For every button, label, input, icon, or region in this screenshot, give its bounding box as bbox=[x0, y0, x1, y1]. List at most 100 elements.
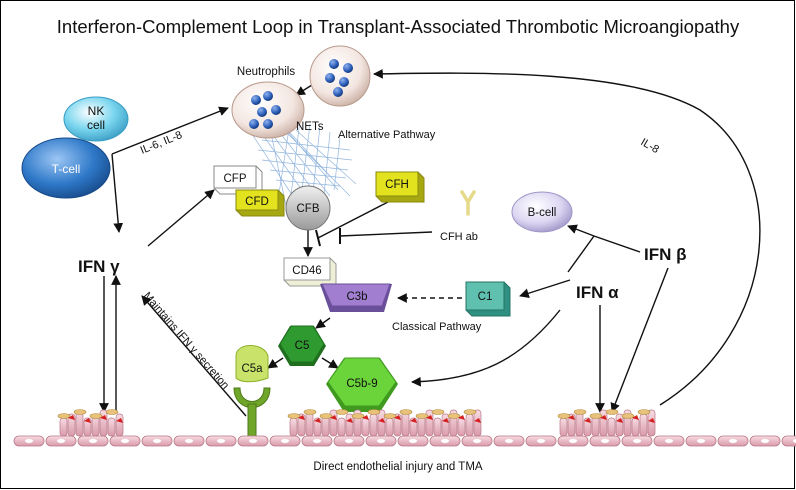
line-ifn-beta-b-cell bbox=[593, 235, 641, 253]
t-cell-label: T-cell bbox=[52, 162, 81, 176]
platelet bbox=[383, 413, 397, 419]
swollen-endothelial-cell bbox=[607, 417, 616, 437]
platelet bbox=[351, 413, 365, 419]
endothelial-cell bbox=[781, 435, 796, 447]
swollen-endothelial-cell bbox=[441, 413, 450, 437]
endothelial-cell-nucleus bbox=[345, 439, 353, 443]
swollen-endothelial-cell bbox=[115, 413, 124, 437]
endothelial-cell-nucleus bbox=[729, 439, 737, 443]
il6-il8-label: IL-6, IL-8 bbox=[139, 129, 184, 157]
platelet bbox=[73, 409, 87, 415]
platelet bbox=[335, 409, 349, 415]
t-cell: T-cell bbox=[21, 137, 111, 199]
platelet bbox=[319, 413, 333, 419]
red-blood-cell-fragment bbox=[648, 418, 655, 423]
endothelial-cell-nucleus bbox=[89, 439, 97, 443]
il8-label: IL-8 bbox=[639, 136, 661, 156]
swollen-endothelial-cell bbox=[361, 417, 370, 437]
swollen-endothelial-cell bbox=[385, 417, 394, 437]
swollen-endothelial-cell bbox=[433, 417, 442, 437]
swollen-endothelial-cell bbox=[639, 413, 648, 437]
ifn-alpha-label: IFN α bbox=[576, 283, 619, 302]
ifn-beta-label: IFN β bbox=[644, 245, 686, 264]
endothelial-cell-nucleus bbox=[281, 439, 289, 443]
platelet bbox=[431, 409, 445, 415]
endothelial-cell-nucleus bbox=[697, 439, 705, 443]
c5b9-label: C5b-9 bbox=[346, 378, 377, 390]
endothelial-cell-nucleus bbox=[601, 439, 609, 443]
platelet bbox=[573, 409, 587, 415]
red-blood-cell-fragment bbox=[410, 418, 417, 423]
cfd-label: CFD bbox=[245, 196, 269, 208]
c5-label: C5 bbox=[295, 340, 310, 352]
cfb-circle: CFB bbox=[285, 185, 331, 231]
platelet bbox=[287, 413, 301, 419]
endothelial-cell-nucleus bbox=[377, 439, 385, 443]
red-blood-cell-fragment bbox=[362, 415, 369, 420]
red-blood-cell-fragment bbox=[442, 418, 449, 423]
arrow-ifn-alpha-to-c5b9 bbox=[411, 309, 561, 387]
endothelial-cell-nucleus bbox=[185, 439, 193, 443]
endothelial-cell-nucleus bbox=[313, 439, 321, 443]
arrow-tcell-to-ifn-gamma bbox=[111, 153, 124, 233]
red-blood-cell-fragment bbox=[474, 418, 481, 423]
swollen-endothelial-cell bbox=[425, 409, 434, 437]
cd46-label: CD46 bbox=[292, 265, 321, 277]
cfp-box: CFP bbox=[213, 165, 263, 195]
classical-pathway-label: Classical Pathway bbox=[392, 321, 482, 333]
endothelial-cell-nucleus bbox=[409, 439, 417, 443]
connector-lines bbox=[99, 68, 761, 417]
endothelial-cell-nucleus bbox=[153, 439, 161, 443]
arrow-maintains-ifn-gamma bbox=[141, 295, 247, 417]
endothelial-cell-nucleus bbox=[57, 439, 65, 443]
arrow-to-b-cell bbox=[567, 224, 595, 237]
swollen-endothelial-cell bbox=[631, 417, 640, 437]
inhibit-cfh bbox=[317, 201, 389, 239]
arrow-il8-loop bbox=[373, 68, 761, 406]
platelet bbox=[399, 409, 413, 415]
platelet bbox=[621, 413, 635, 419]
c3b-label: C3b bbox=[346, 291, 367, 303]
swollen-endothelial-cell bbox=[465, 413, 474, 437]
platelet bbox=[447, 413, 461, 419]
arrow-c5-to-c5b9 bbox=[321, 357, 339, 369]
platelet bbox=[463, 409, 477, 415]
endothelial-cell-nucleus bbox=[121, 439, 129, 443]
inhibit-cfh-ab bbox=[339, 231, 433, 237]
maintains-ifn-gamma-label: Maintains IFN γ secretion bbox=[141, 290, 231, 392]
swollen-endothelial-cell bbox=[369, 413, 378, 437]
swollen-endothelial-cell bbox=[345, 413, 354, 437]
c5b9-hexagon: C5b-9 bbox=[326, 357, 398, 412]
cfh-label: CFH bbox=[385, 179, 409, 191]
red-blood-cell-fragment bbox=[100, 415, 107, 420]
cfh-box: CFH bbox=[375, 171, 425, 203]
b-cell: B-cell bbox=[511, 191, 573, 233]
cd46-box: CD46 bbox=[283, 257, 337, 287]
red-blood-cell-fragment bbox=[68, 415, 75, 420]
endothelial-cell-nucleus bbox=[25, 439, 33, 443]
platelet bbox=[589, 413, 603, 419]
antibody-icon bbox=[460, 190, 476, 216]
swollen-endothelial-cell bbox=[559, 417, 568, 437]
c1-box: C1 bbox=[465, 281, 511, 317]
arrow-neutrophil-recruit bbox=[295, 84, 313, 96]
endothelial-cell-nucleus bbox=[793, 439, 796, 443]
platelet bbox=[367, 409, 381, 415]
swollen-endothelial-cell bbox=[99, 409, 108, 437]
swollen-endothelial-cell bbox=[599, 409, 608, 437]
endothelium bbox=[13, 409, 796, 447]
arrow-c5-to-c5a bbox=[267, 357, 284, 369]
red-blood-cell-fragment bbox=[378, 418, 385, 423]
endothelial-cell-nucleus bbox=[441, 439, 449, 443]
red-blood-cell-fragment bbox=[84, 418, 91, 423]
endothelial-injury-label: Direct endothelial injury and TMA bbox=[313, 461, 483, 473]
platelet bbox=[57, 413, 71, 419]
swollen-endothelial-cell bbox=[329, 409, 338, 437]
swollen-endothelial-cell bbox=[107, 417, 116, 437]
b-cell-label: B-cell bbox=[528, 207, 557, 219]
red-blood-cell-fragment bbox=[616, 418, 623, 423]
endothelial-cell-nucleus bbox=[473, 439, 481, 443]
c5a-receptor bbox=[233, 387, 271, 439]
nk-cell-label-line1: NK bbox=[88, 104, 105, 118]
